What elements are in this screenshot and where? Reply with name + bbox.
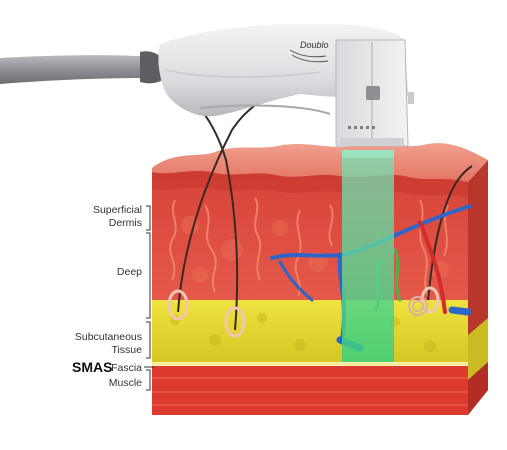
brand-logo: Doublo — [300, 40, 329, 50]
tissue-block — [152, 95, 488, 415]
bracket-deep — [146, 232, 151, 319]
label-smas: SMAS — [72, 359, 112, 375]
label-subcutaneous-line1: Subcutaneous — [75, 331, 142, 343]
label-subcutaneous-line2: Tissue — [111, 344, 142, 356]
skin-surface — [152, 143, 488, 182]
ultrasound-beam-icon — [342, 150, 394, 362]
label-deep: Deep — [117, 266, 142, 278]
hair-shaft — [427, 165, 473, 301]
label-fascia: Fascia — [111, 362, 142, 374]
bracket-superficial-dermis — [146, 205, 151, 231]
hifu-handpiece-icon: Doublo — [0, 23, 414, 147]
muscle-layer — [152, 366, 468, 415]
layer-labels: Superficial Dermis Deep Subcutaneous Tis… — [72, 204, 154, 391]
bracket-subcutaneous — [146, 321, 151, 359]
bracket-muscle — [146, 369, 151, 391]
label-superficial-line2: Dermis — [109, 217, 142, 229]
hair-shaft — [204, 114, 239, 331]
hair-follicles — [167, 95, 473, 338]
label-superficial-line1: Superficial — [93, 204, 142, 216]
label-muscle: Muscle — [109, 377, 142, 389]
device-cable — [0, 55, 150, 84]
